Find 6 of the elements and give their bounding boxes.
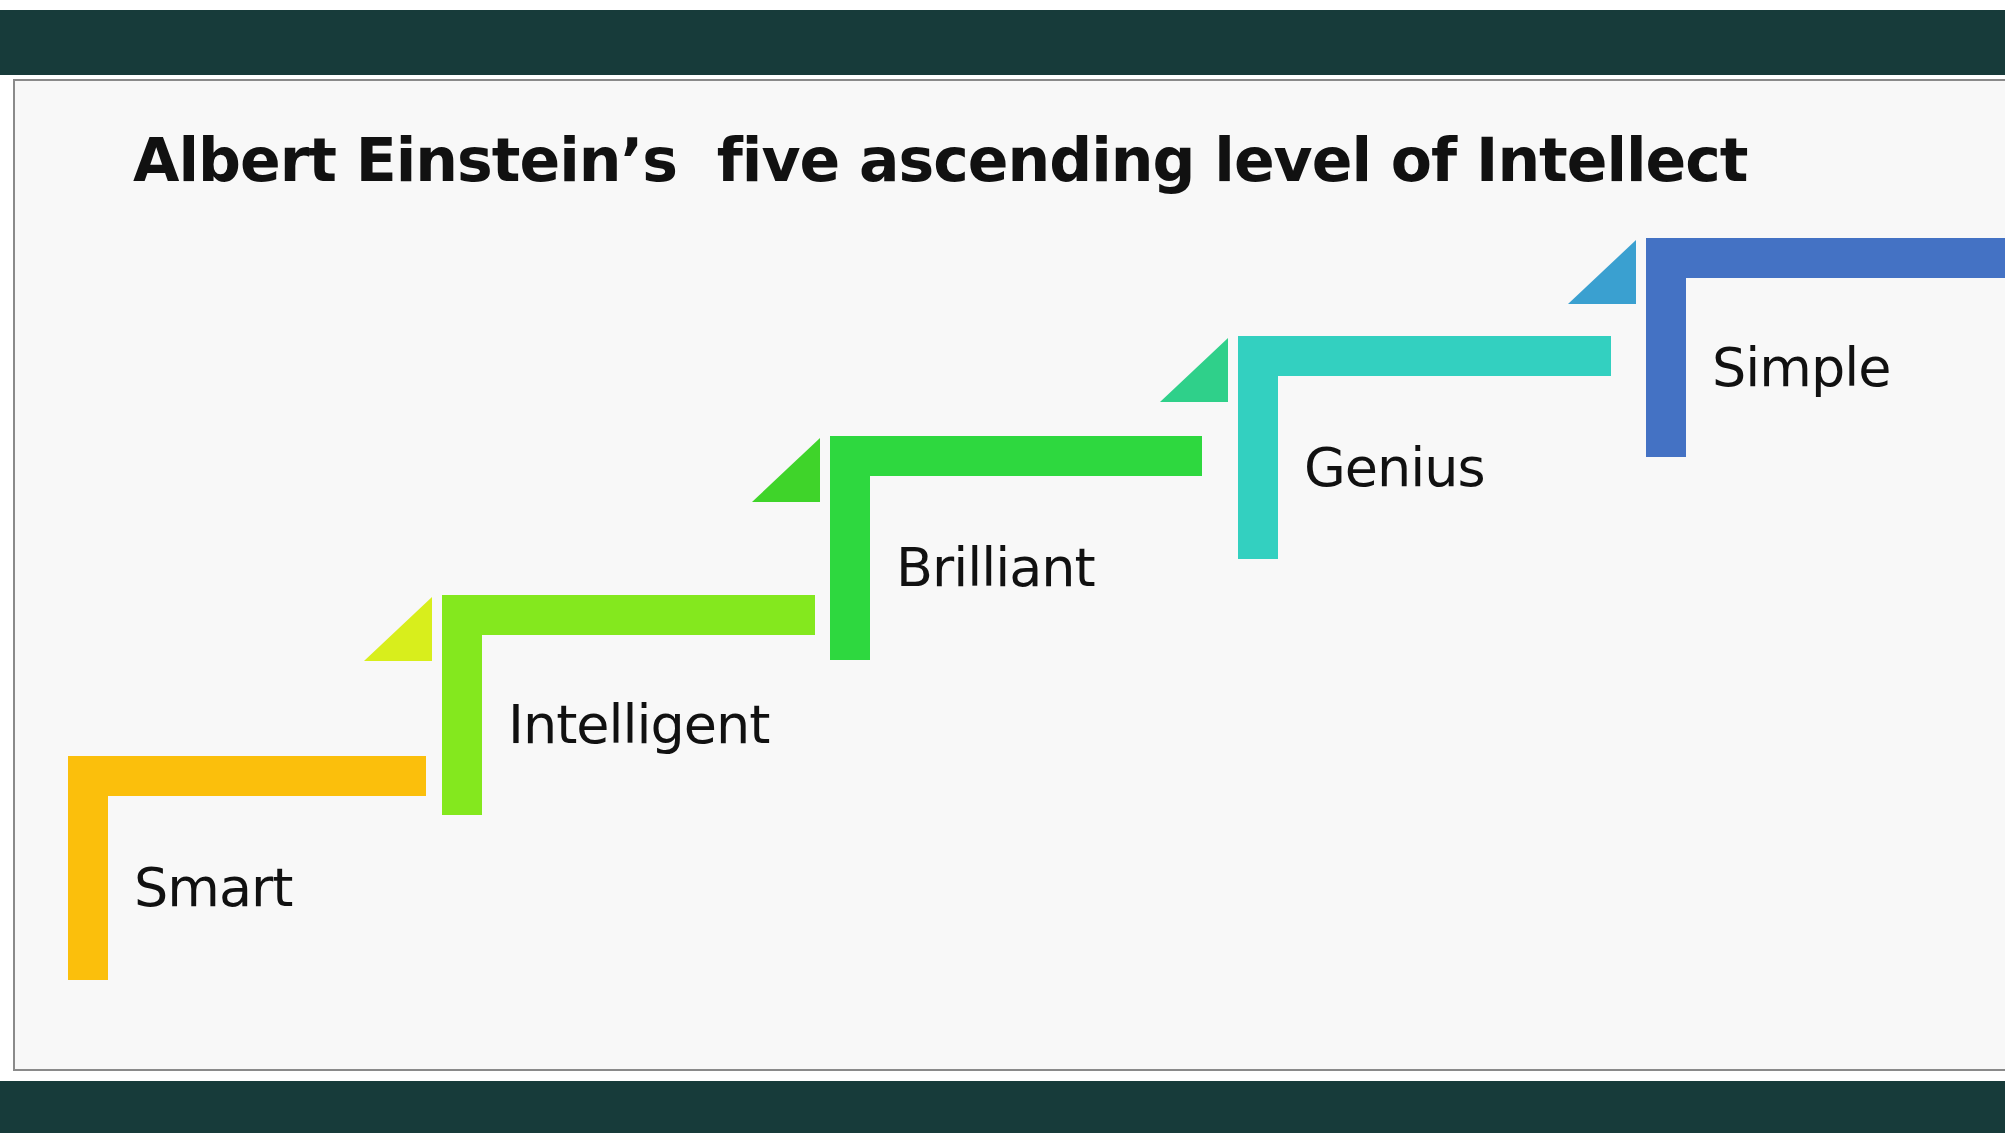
title: Albert Einstein’s five ascending level of Intellect xyxy=(133,125,1748,195)
step-label: Brilliant xyxy=(896,536,1095,600)
step-label: Smart xyxy=(134,856,293,920)
step-label: Simple xyxy=(1712,335,1891,400)
step-label: Genius xyxy=(1304,435,1485,500)
step-label: Intelligent xyxy=(508,693,770,757)
